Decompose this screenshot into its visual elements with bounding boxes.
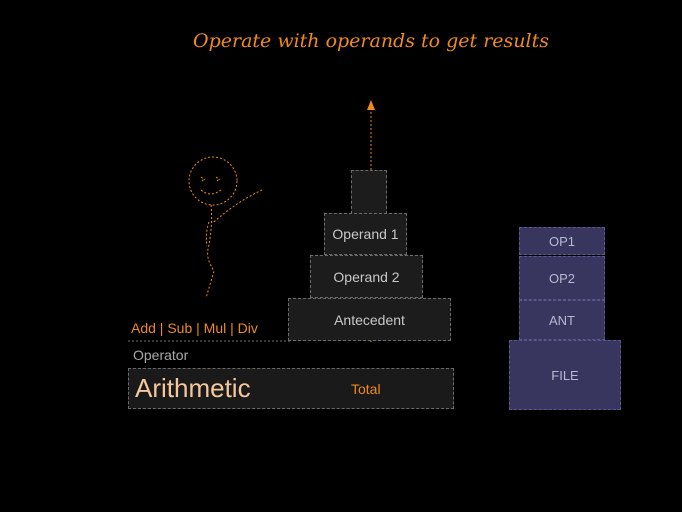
operator-label: Operator xyxy=(133,347,189,363)
stack-top-block xyxy=(351,170,387,214)
stick-figure-icon xyxy=(188,156,265,299)
total-label: Total xyxy=(351,381,381,397)
operators-list: Add | Sub | Mul | Div xyxy=(131,320,258,336)
diagram-title: Operate with operands to get results xyxy=(193,30,549,52)
arithmetic-label: Arithmetic xyxy=(135,373,251,403)
op2-block: OP2 xyxy=(519,256,605,300)
antecedent-block: Antecedent xyxy=(288,298,451,341)
ant-block: ANT xyxy=(519,300,605,340)
operand2-block: Operand 2 xyxy=(310,255,423,298)
arithmetic-bar xyxy=(128,368,454,409)
op1-block: OP1 xyxy=(519,227,605,255)
file-block: FILE xyxy=(509,340,621,410)
operand1-block: Operand 1 xyxy=(324,213,407,255)
